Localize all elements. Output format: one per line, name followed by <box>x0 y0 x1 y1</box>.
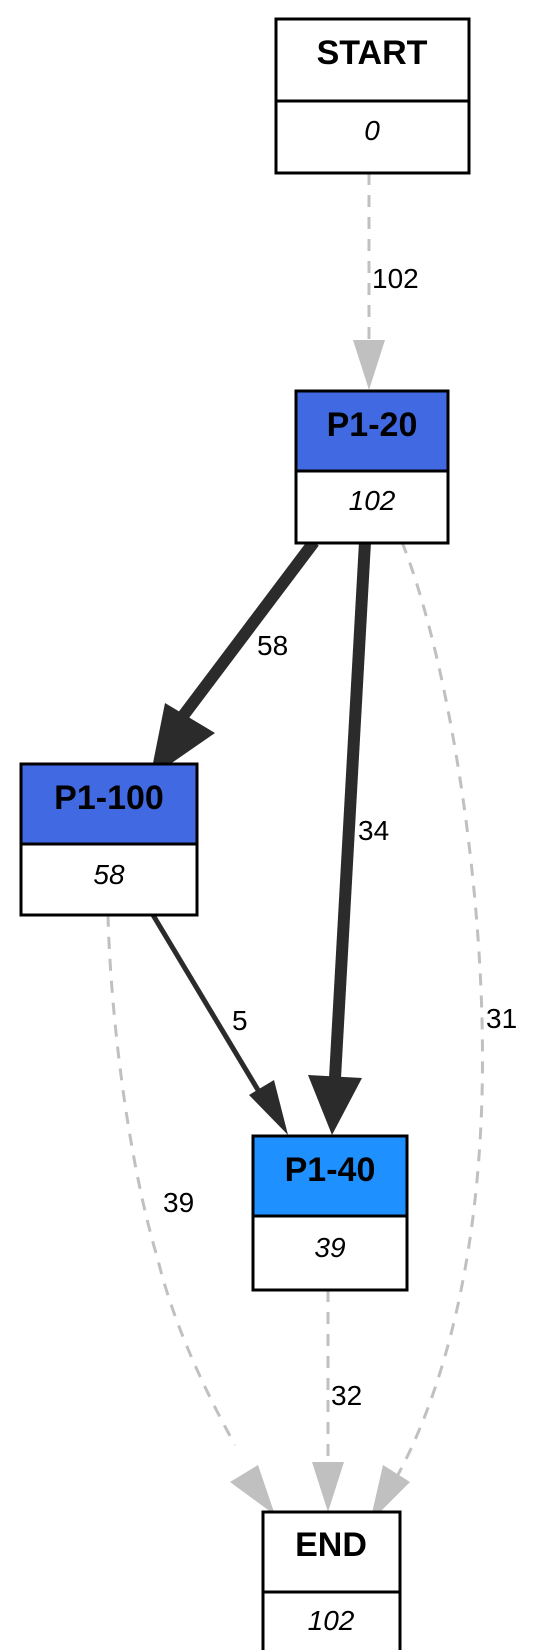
node-start-count: 0 <box>364 115 380 146</box>
node-end-title: END <box>295 1526 367 1564</box>
edge-p1-40-to-end: 32 <box>312 1290 362 1512</box>
edge-p1-20-to-p1-40: 34 <box>308 541 389 1135</box>
node-p1-20-count: 102 <box>349 485 396 516</box>
edge-start-to-p1-20: 102 <box>353 173 419 390</box>
edge-p1-20-to-end: 31 <box>370 541 517 1522</box>
arrowhead <box>308 1075 362 1135</box>
edge-label-p1-20-to-p1-100: 58 <box>257 630 288 661</box>
node-p1-40[interactable]: P1-40 39 <box>251 1134 409 1292</box>
edge-label-p1-100-to-end: 39 <box>163 1187 194 1218</box>
edge-label-p1-100-to-p1-40: 5 <box>232 1005 248 1036</box>
arrowhead <box>150 703 215 778</box>
node-p1-100[interactable]: P1-100 58 <box>19 762 199 917</box>
arrowhead <box>249 1080 288 1135</box>
edge-p1-100-to-end: 39 <box>106 914 275 1515</box>
arrowhead <box>230 1465 275 1515</box>
node-p1-100-title: P1-100 <box>54 779 164 817</box>
node-p1-100-count: 58 <box>93 859 125 890</box>
node-start[interactable]: START 0 <box>274 17 471 175</box>
edge-label-p1-20-to-p1-40: 34 <box>358 815 389 846</box>
node-start-title: START <box>317 34 428 72</box>
node-p1-40-title: P1-40 <box>285 1151 376 1189</box>
arrowhead <box>312 1462 344 1512</box>
arrowhead <box>353 340 385 390</box>
node-end-count: 102 <box>308 1605 355 1636</box>
node-end[interactable]: END 102 <box>261 1510 402 1650</box>
node-p1-20-title: P1-20 <box>327 406 418 444</box>
edge-label-start-to-p1-20: 102 <box>372 263 419 294</box>
edge-label-p1-40-to-end: 32 <box>331 1380 362 1411</box>
node-p1-40-count: 39 <box>314 1232 345 1263</box>
edge-p1-100-to-p1-40: 5 <box>150 913 288 1135</box>
arrowhead <box>370 1465 410 1522</box>
node-p1-20[interactable]: P1-20 102 <box>294 389 450 545</box>
edge-label-p1-20-to-end: 31 <box>486 1003 517 1034</box>
edge-p1-20-to-p1-100: 58 <box>150 538 319 778</box>
